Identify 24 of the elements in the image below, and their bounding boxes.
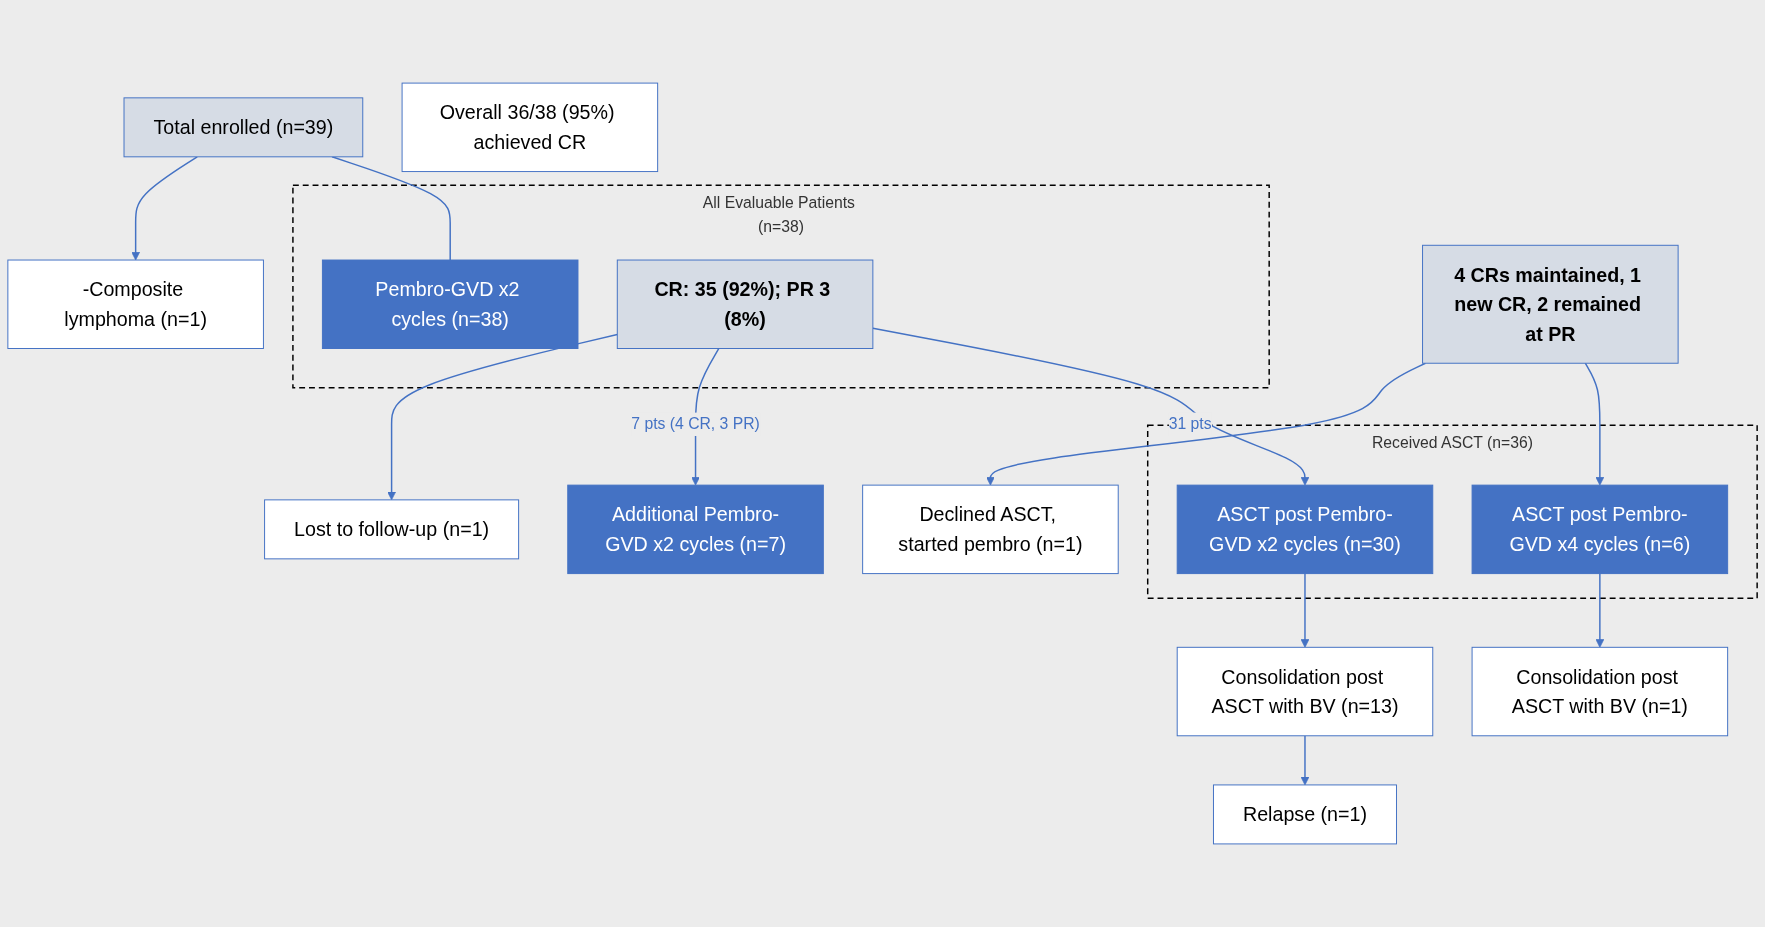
node-box: Relapse (n=1) <box>1213 784 1397 845</box>
edge-label: 31 pts <box>1168 415 1212 433</box>
node-box: 4 CRs maintained, 1 new CR, 2 remained at PR <box>1422 244 1679 364</box>
node-box: Consolidation post ASCT with BV (n=1) <box>1471 646 1729 737</box>
node-box: Additional Pembro-GVD x2 cycles (n=7) <box>567 484 824 575</box>
node-box: Pembro-GVD x2 cycles (n=38) <box>321 259 579 349</box>
arrow <box>387 333 619 501</box>
arrow <box>1300 735 1310 786</box>
node-box: ASCT post Pembro-GVD x2 cycles (n=30) <box>1176 484 1434 575</box>
node-box: Total enrolled (n=39) <box>123 97 364 158</box>
node-box: ASCT post Pembro-GVD x4 cycles (n=6) <box>1471 484 1729 575</box>
node-box: Lost to follow-up (n=1) <box>264 499 520 560</box>
node-box: -Composite lymphoma (n=1) <box>7 259 264 349</box>
node-box: CR: 35 (92%); PR 3 (8%) <box>616 259 874 349</box>
arrow <box>1300 572 1310 648</box>
node-box: Overall 36/38 (95%) achieved CR <box>401 82 659 173</box>
arrow <box>1584 362 1605 486</box>
arrow <box>986 362 1427 486</box>
node-box: Consolidation post ASCT with BV (n=13) <box>1176 646 1434 737</box>
arrow <box>872 327 1310 486</box>
arrow <box>131 156 198 261</box>
node-box: Declined ASCT, started pembro (n=1) <box>862 484 1119 575</box>
edge-label: 7 pts (4 CR, 3 PR) <box>631 415 760 433</box>
arrow <box>1595 572 1605 648</box>
